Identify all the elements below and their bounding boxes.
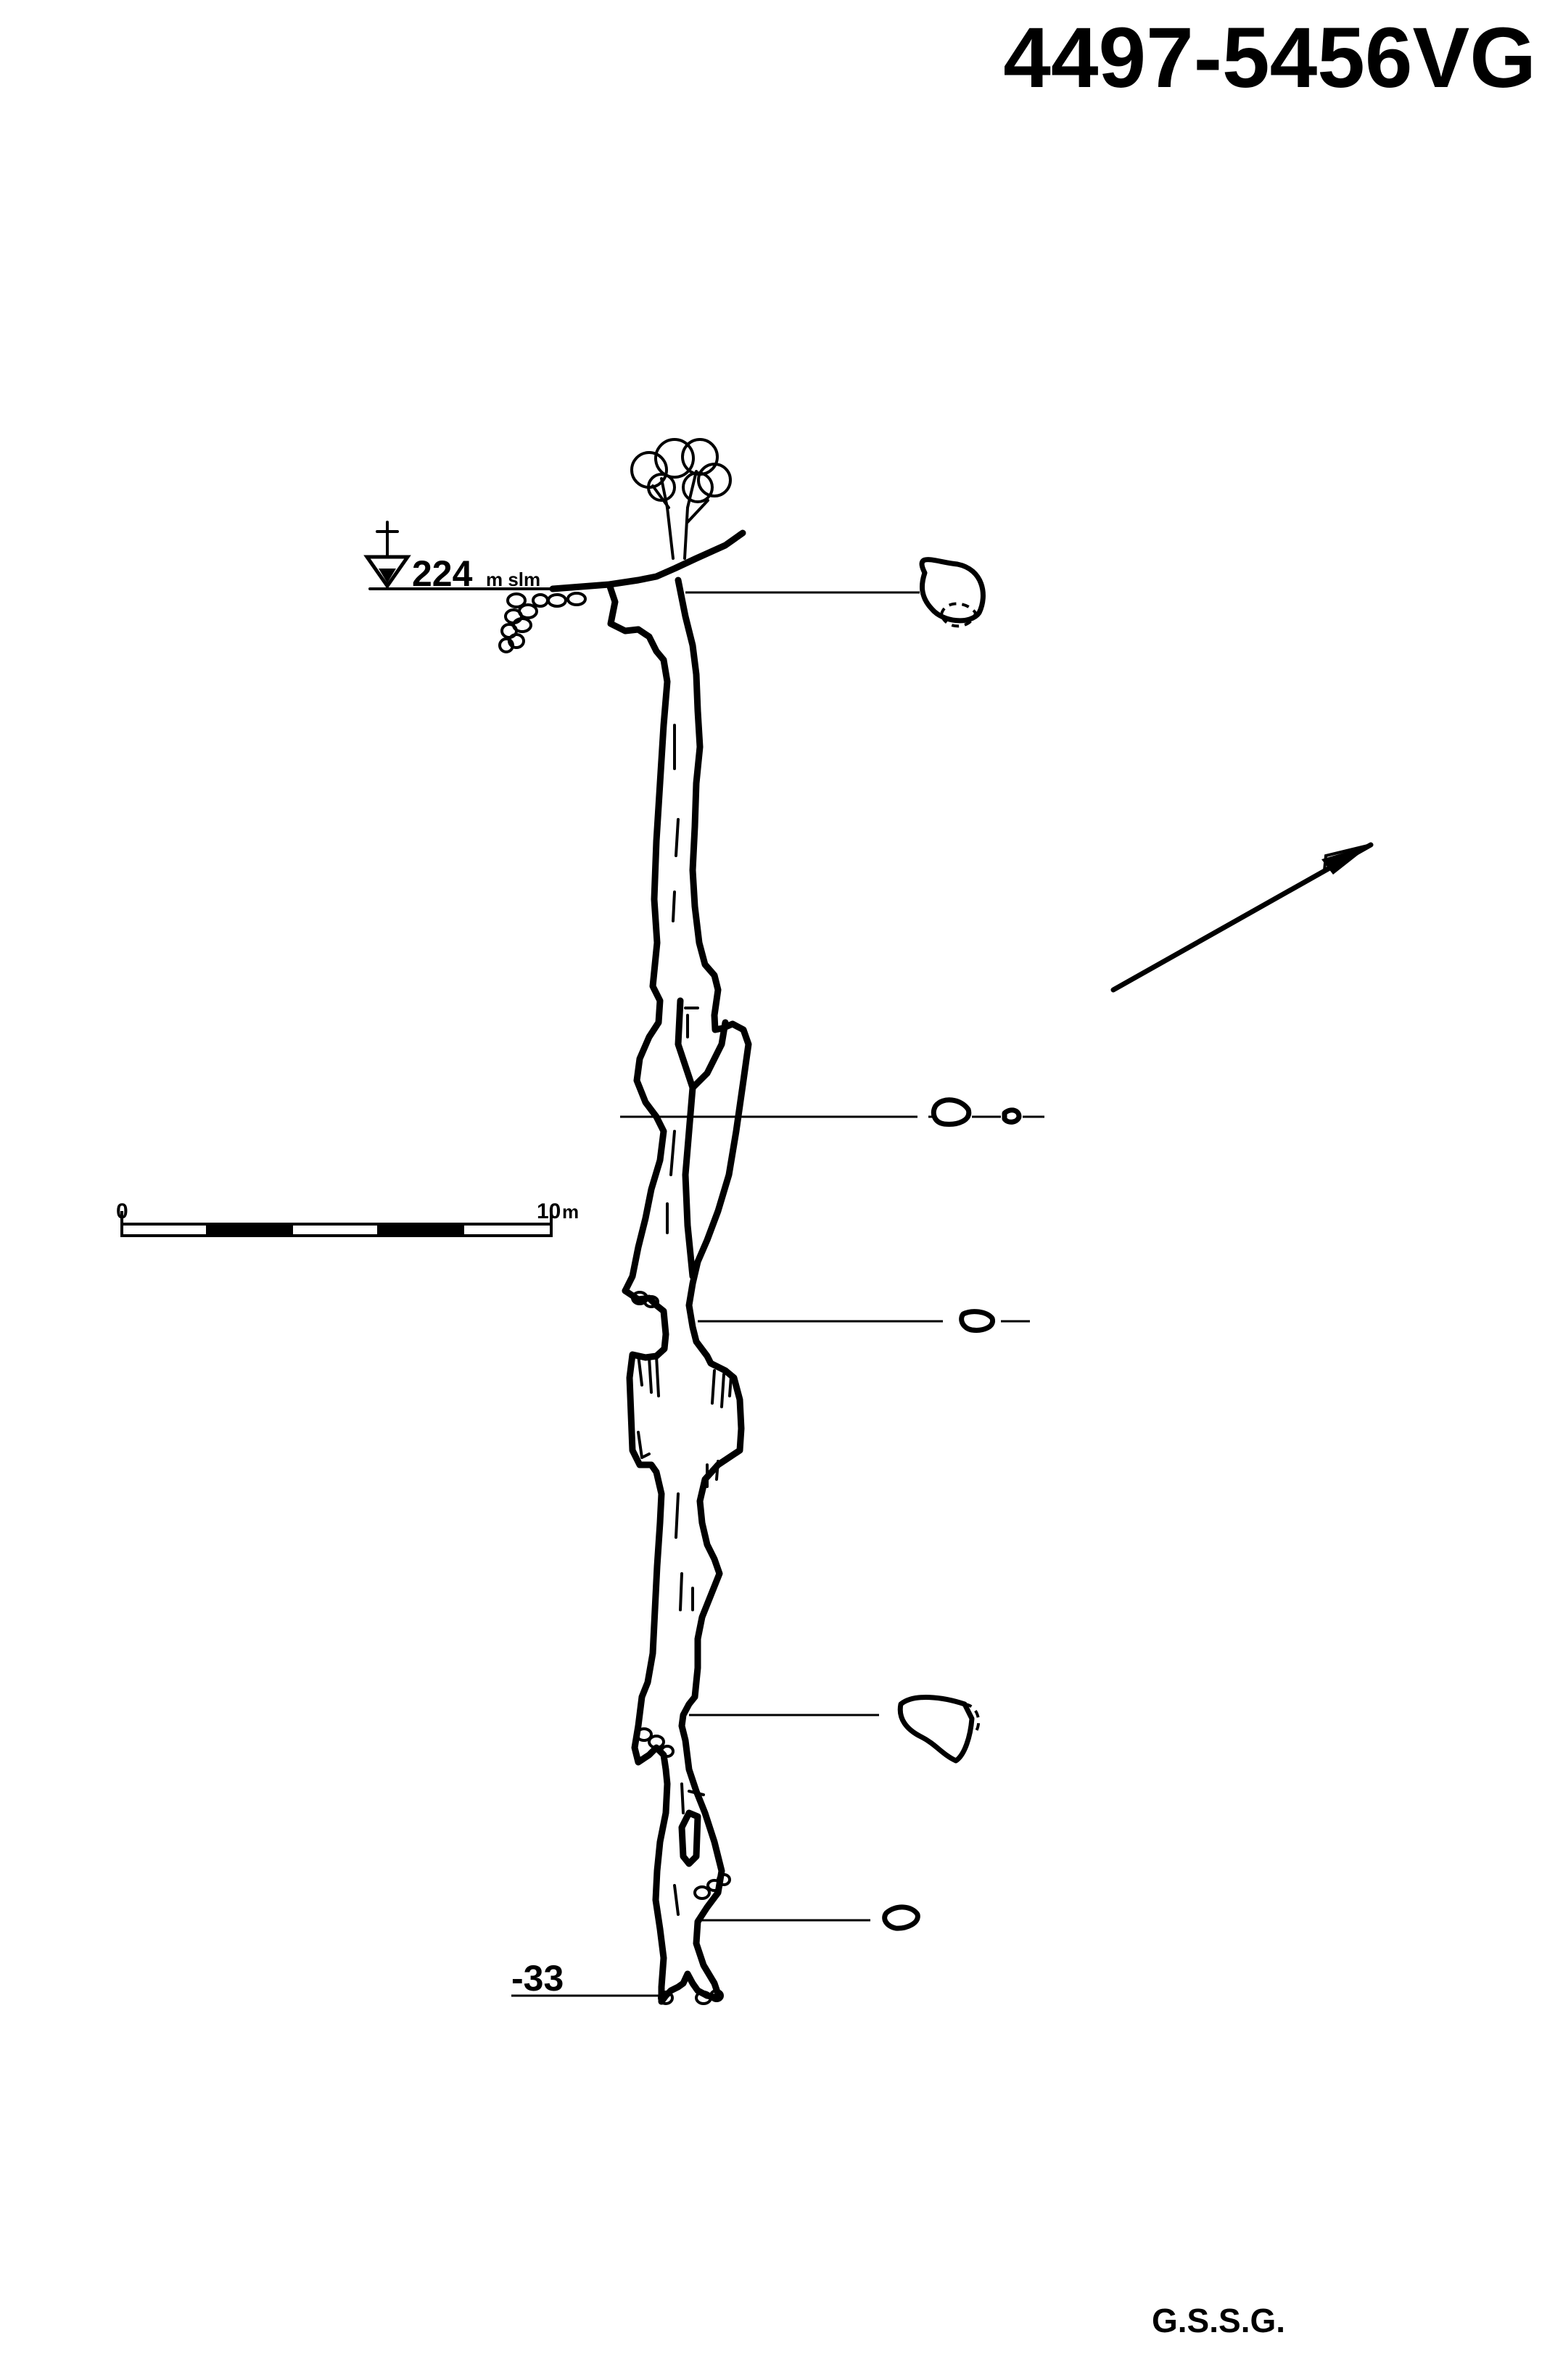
entrance-elevation-unit: m slm	[486, 569, 540, 590]
cave-profile	[549, 529, 752, 2005]
author-credit: G.S.S.G.	[1152, 2302, 1285, 2339]
cross-section-2	[931, 1097, 1022, 1127]
cross-section-1	[919, 557, 986, 628]
scale-unit-label: m	[562, 1201, 579, 1223]
tree-icon	[630, 438, 732, 560]
elevation-marker-icon	[363, 521, 411, 590]
section-leaders	[511, 591, 1044, 1997]
cross-section-5	[882, 1904, 920, 1931]
cross-icon	[376, 521, 399, 556]
scale-end-label: 10	[537, 1199, 561, 1223]
bottom-depth-label: -33	[511, 1958, 564, 1999]
cross-section-3	[959, 1309, 996, 1333]
entrance-rubble	[498, 592, 587, 653]
cross-section-4	[897, 1695, 981, 1764]
scale-start-label: 0	[116, 1199, 128, 1223]
entrance-elevation-value: 224	[412, 553, 473, 594]
cave-id-title: 4497-5456VG	[1003, 10, 1536, 106]
scale-bar	[120, 1211, 553, 1237]
north-arrow-icon	[1110, 842, 1374, 993]
